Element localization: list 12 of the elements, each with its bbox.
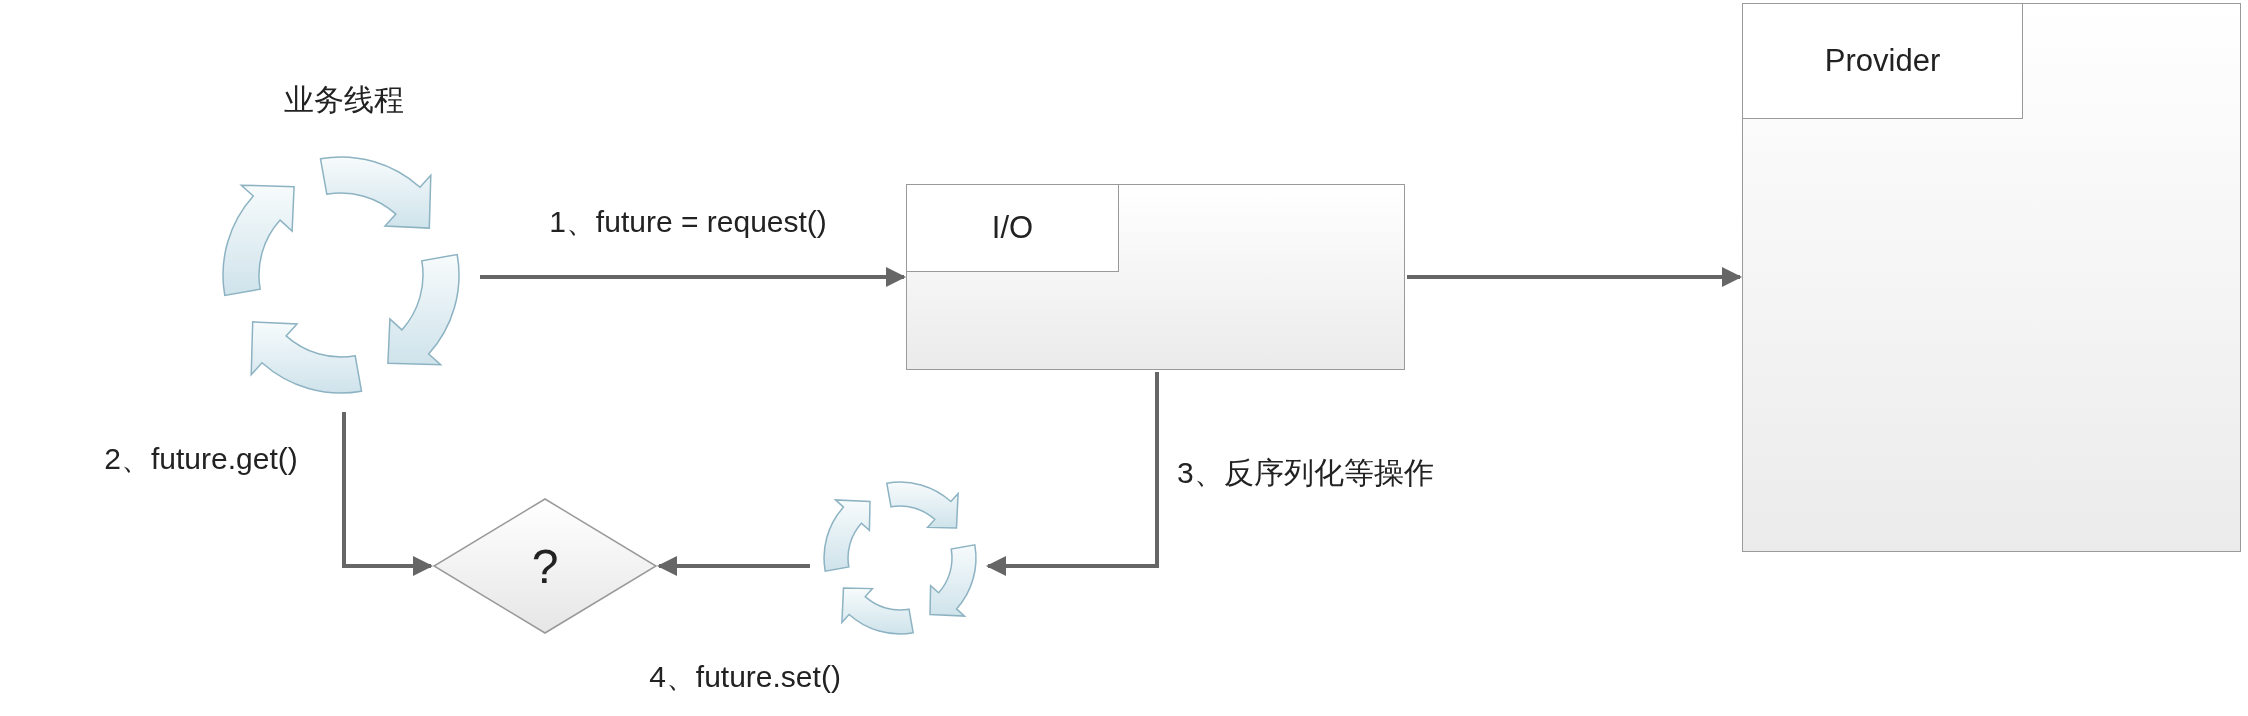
arrow (342, 412, 433, 576)
arrow (480, 267, 906, 287)
arrow (1407, 267, 1742, 287)
title-tab: I/O (907, 185, 1119, 272)
node-label: ? (531, 538, 559, 594)
node-label: 业务线程 (284, 81, 404, 118)
title-tab: Provider (1743, 4, 2023, 119)
arrow (986, 372, 1159, 576)
arrow (657, 556, 810, 576)
node-label: 4、future.set() (649, 658, 841, 695)
container-box (1742, 3, 2241, 552)
container-box (906, 184, 1405, 370)
